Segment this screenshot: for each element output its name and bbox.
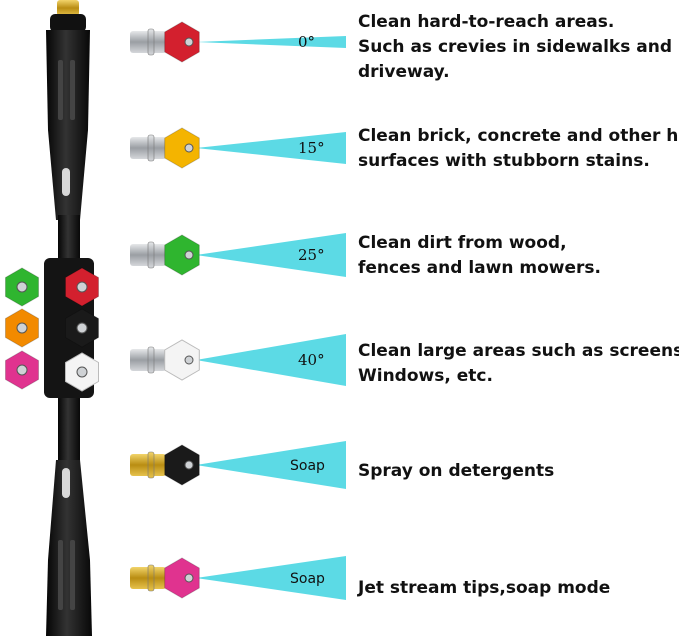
nozzle-orifice: [184, 37, 194, 47]
holder-tips: [5, 267, 99, 392]
wand-upper-window: [62, 168, 70, 196]
spray-fan: [196, 132, 346, 164]
description-line: driveway.: [358, 62, 450, 82]
nozzle-orifice: [184, 250, 194, 260]
nozzle-orifice: [184, 460, 194, 470]
green-nozzle-body: [164, 234, 200, 276]
spray-fan: [196, 233, 346, 277]
nozzle-row-3: 25°: [130, 233, 346, 277]
nozzle-row-4: 40°: [130, 334, 346, 386]
description-line: Clean dirt from wood,: [358, 233, 567, 253]
spray-angle-label: Soap: [290, 458, 325, 474]
description-line: Clean brick, concrete and other hard: [358, 126, 679, 146]
description-line: Clean large areas such as screens,: [358, 341, 679, 361]
spray-angle-label: 15°: [298, 139, 325, 157]
spray-fan: [196, 36, 346, 48]
nozzle-row-2: 15°: [130, 127, 346, 169]
fitting-ring: [147, 451, 155, 479]
description-line: surfaces with stubborn stains.: [358, 151, 650, 171]
holder-tip-orange: [5, 308, 39, 348]
wand-brass-tip: [57, 0, 79, 16]
description-line: Jet stream tips,soap mode: [358, 578, 611, 598]
tip-description-4: Clean large areas such as screens, Window…: [358, 339, 679, 389]
tip-description-2: Clean brick, concrete and other hard surf…: [358, 124, 679, 174]
pink-nozzle-body: [164, 557, 200, 599]
fitting-ring: [147, 28, 155, 56]
nozzle-orifice: [184, 355, 194, 365]
holder-tip-pink: [5, 350, 39, 390]
spray-angle-label: 0°: [298, 33, 315, 51]
wand-upper-slot: [58, 60, 63, 120]
wand-lower-window: [62, 468, 70, 498]
wand-upper-slot: [70, 60, 75, 120]
holder-tip-white: [65, 352, 99, 392]
nozzle-row-1: 0°: [130, 21, 346, 63]
holder-tip-red: [65, 267, 99, 307]
white-nozzle-body: [164, 339, 200, 381]
spray-fan: [196, 556, 346, 600]
description-line: Such as crevies in sidewalks and: [358, 37, 673, 57]
spray-angle-label: 40°: [298, 351, 325, 369]
description-line: fences and lawn mowers.: [358, 258, 601, 278]
wand-lower-slot: [58, 540, 63, 610]
holder-tip-green: [5, 267, 39, 307]
wand-upper-grip: [46, 30, 90, 220]
tip-description-5: Spray on detergents: [358, 459, 554, 484]
tip-description-6: Jet stream tips,soap mode: [358, 576, 610, 601]
spray-angle-label: Soap: [290, 571, 325, 587]
wand-lower-grip: [46, 460, 92, 636]
nozzle-orifice: [184, 573, 194, 583]
nozzle-orifice: [184, 143, 194, 153]
yellow-nozzle-body: [164, 127, 200, 169]
spray-fan: [196, 334, 346, 386]
tip-description-1: Clean hard-to-reach areas. Such as crevie…: [358, 10, 672, 85]
fitting-ring: [147, 134, 155, 162]
fitting-ring: [147, 241, 155, 269]
wand-lower-slot: [70, 540, 75, 610]
spray-fan: [196, 441, 346, 489]
black-nozzle-body: [164, 444, 200, 486]
spray-angle-label: 25°: [298, 246, 325, 264]
tip-description-3: Clean dirt from wood, fences and lawn mow…: [358, 231, 601, 281]
description-line: Spray on detergents: [358, 461, 555, 481]
description-line: Windows, etc.: [358, 366, 493, 386]
red-nozzle-body: [164, 21, 200, 63]
fitting-ring: [147, 564, 155, 592]
nozzle-row-6: Soap: [130, 556, 346, 600]
fitting-ring: [147, 346, 155, 374]
holder-tip-black: [65, 308, 99, 348]
wand-top-cap: [50, 14, 86, 32]
description-line: Clean hard-to-reach areas.: [358, 12, 615, 32]
nozzle-row-5: Soap: [130, 441, 346, 489]
